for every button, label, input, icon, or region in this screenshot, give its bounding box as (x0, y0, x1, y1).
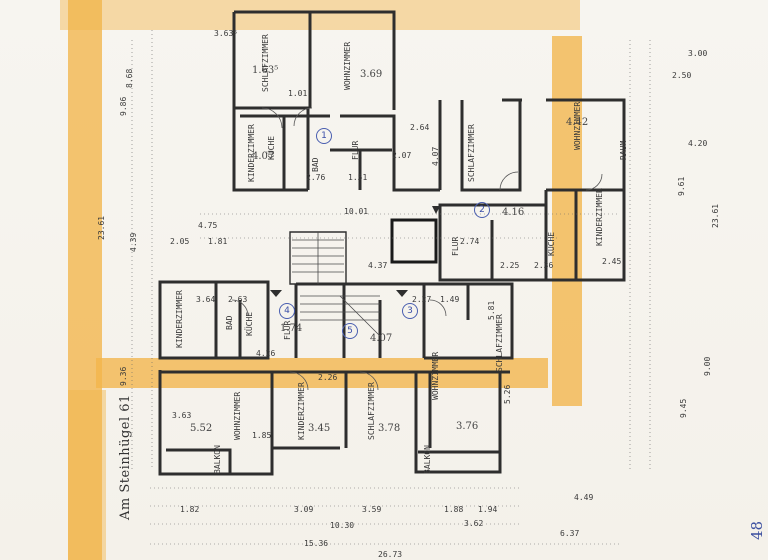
dimension-label: 1.88 (444, 505, 464, 514)
dimension-label: 23.61 (97, 215, 106, 240)
dimension-label: 26.73 (378, 550, 403, 559)
dimension-label: 4.42 (566, 117, 589, 128)
dimension-label: 9.00 (703, 356, 712, 376)
dimension-label: 1.82 (180, 505, 200, 514)
room-label: KÜCHE (245, 311, 254, 336)
dimension-label: 4.07 (431, 146, 440, 166)
dimension-label: 4.37 (368, 261, 388, 270)
room-label: FLUR (351, 140, 360, 160)
dimension-label: 4.49 (574, 493, 594, 502)
room-label: KINDERZIMMER (175, 290, 184, 348)
page-number: 48 (748, 520, 766, 540)
apartment-marker-5: 5 (342, 323, 358, 339)
dimension-label: 2.05 (170, 237, 190, 246)
dimension-label: 23.61 (711, 203, 720, 228)
dimension-label: 1.85 (252, 431, 272, 440)
room-label: FLUR (451, 236, 460, 256)
room-label: WOHNZIMMER (431, 351, 440, 400)
apartment-marker-4: 4 (279, 303, 295, 319)
dimension-label: 1.81 (208, 237, 228, 246)
dimension-label: 2.64 (410, 123, 430, 132)
room-label: BAD (311, 157, 320, 172)
room-label: BALKON (213, 445, 222, 474)
dimension-label: 1.51 (348, 173, 368, 182)
dimension-label: 2.74 (460, 237, 480, 246)
dimension-label: 5.52 (190, 423, 213, 434)
dimension-label: 3.63 (172, 411, 192, 420)
room-label: SCHLAFZIMMER (495, 314, 504, 372)
dimension-label: 3.09 (294, 505, 314, 514)
room-label: WOHNZIMMER (343, 41, 352, 90)
dimension-label: 9.86 (119, 96, 128, 116)
dimension-label: 2.45 (602, 257, 622, 266)
dimension-label: 1.94 (478, 505, 498, 514)
room-label: BAD (225, 315, 234, 330)
dimension-label: 3.62 (464, 519, 484, 528)
dimension-label: 2.07 (392, 151, 412, 160)
room-label: SCHLAFZIMMER (367, 382, 376, 440)
apartment-marker-2: 2 (474, 202, 490, 218)
dimension-label: 3.00 (688, 49, 708, 58)
tape-left-vertical (68, 0, 102, 560)
dimension-label: 10.01 (344, 207, 369, 216)
room-label: WOHNZIMMER (233, 391, 242, 440)
dimension-label: 4.39 (129, 232, 138, 252)
dimension-label: 2.27 (412, 295, 432, 304)
dimension-label: 15.36 (304, 539, 329, 548)
room-label: KÜCHE (547, 231, 556, 256)
dimension-label: 4.26 (256, 349, 276, 358)
dimension-label: 10.30 (330, 521, 355, 530)
dimension-label: 3.76 (456, 421, 479, 432)
dimension-label: 3.59 (362, 505, 382, 514)
tape-lower-left (68, 390, 106, 560)
dimension-label: 8.68 (125, 68, 134, 88)
dimension-label: 1.01 (288, 89, 308, 98)
room-label: KINDERZIMMER (595, 188, 604, 246)
apartment-marker-1: 1 (316, 128, 332, 144)
dimension-label: 4.75 (198, 221, 218, 230)
dimension-label: 9.61 (677, 176, 686, 196)
dimension-label: 4.20 (688, 139, 708, 148)
dimension-label: 2.63 (228, 295, 248, 304)
dimension-label: 3.78 (378, 423, 401, 434)
dimension-label: 3.63⁵ (214, 29, 239, 38)
dimension-label: 1.63⁵ (252, 65, 279, 76)
room-label: SCHLAFZIMMER (467, 124, 476, 182)
apartment-marker-3: 3 (402, 303, 418, 319)
street-address-label: Am Steinhügel 61 (118, 394, 133, 520)
tape-top-horizontal (60, 0, 580, 30)
dimension-label: 2.26 (318, 373, 338, 382)
dimension-label: 5.26 (503, 384, 512, 404)
dimension-label: 1.74 (280, 323, 303, 334)
dimension-label: 3.45 (308, 423, 331, 434)
dimension-label: 4.16 (502, 207, 525, 218)
dimension-label: 3.64 (196, 295, 216, 304)
room-label: BALKON (423, 445, 432, 474)
dimension-label: 4.07 (370, 333, 393, 344)
dimension-label: 2.76 (306, 173, 326, 182)
dimension-label: 3.69 (360, 69, 383, 80)
dimension-label: 2.25 (500, 261, 520, 270)
dimension-label: 4.07 (252, 151, 275, 162)
dimension-label: 2.50 (672, 71, 692, 80)
dimension-label: 6.37 (560, 529, 580, 538)
room-label: SCHLAFZIMMER (261, 34, 270, 92)
dimension-label: 9.45 (679, 398, 688, 418)
dimension-label: 1.49 (440, 295, 460, 304)
room-label: KINDERZIMMER (297, 382, 306, 440)
room-label: RAUM (619, 140, 628, 160)
dimension-label: 9.36 (119, 366, 128, 386)
dimension-label: 5.81 (487, 300, 496, 320)
dimension-label: 2.36 (534, 261, 554, 270)
